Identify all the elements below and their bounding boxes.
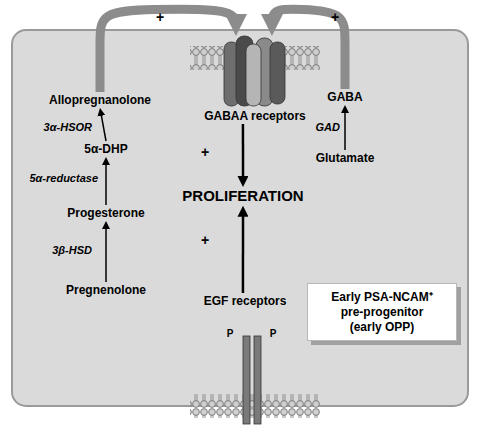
gaba-a-receptor-symbol — [224, 36, 285, 106]
cell-type-box: Early PSA-NCAM⁺ pre-progenitor (early OP… — [307, 283, 457, 341]
reaction-arrow — [242, 214, 245, 293]
reaction-arrow — [105, 163, 107, 205]
reaction-arrow — [242, 124, 245, 179]
activation-arrow — [100, 9, 236, 92]
enzyme-label: 5α-reductase — [29, 172, 98, 184]
reaction-arrow — [105, 227, 107, 282]
outcome-label: PROLIFERATION — [168, 187, 318, 206]
enzyme-label: 3β-HSD — [52, 244, 92, 256]
node-text: PROLIFERATION — [168, 187, 318, 206]
metabolite-label: Progesterone — [56, 205, 156, 221]
activation-arrow — [272, 9, 345, 89]
receptor-node: GABAA receptors — [185, 36, 325, 124]
receptor-node: EGF receptors — [185, 293, 305, 309]
metabolite-label: Pregnenolone — [56, 282, 156, 298]
cell-body — [12, 30, 468, 406]
metabolite-label: GABA — [315, 89, 375, 105]
node-text: Glutamate — [305, 151, 385, 166]
reaction-arrow — [101, 114, 106, 141]
reaction-arrow — [344, 111, 346, 150]
plus-sign: + — [156, 9, 164, 25]
node-text: Pregnenolone — [56, 283, 156, 298]
node-text: GABAA receptors — [185, 109, 325, 124]
node-text: EGF receptors — [185, 294, 305, 309]
enzyme-label: 3α-HSOR — [44, 121, 92, 133]
phospho-label: P — [227, 328, 234, 339]
plus-sign: + — [201, 232, 209, 248]
metabolite-label: Allopregnanolone — [35, 92, 165, 108]
node-text: Progesterone — [56, 206, 156, 221]
node-text: Allopregnanolone — [35, 93, 165, 108]
node-text: 5α-DHP — [66, 142, 146, 157]
metabolite-label: 5α-DHP — [66, 141, 146, 157]
egf-receptor-symbol — [243, 336, 261, 424]
phospho-label: P — [270, 328, 277, 339]
plus-sign: + — [201, 144, 209, 160]
plus-sign: + — [331, 9, 339, 25]
metabolite-label: Glutamate — [305, 150, 385, 166]
enzyme-label: GAD — [316, 121, 340, 133]
node-text: GABA — [315, 90, 375, 105]
node-text: Early PSA-NCAM⁺ pre-progenitor (early OP… — [326, 290, 438, 335]
